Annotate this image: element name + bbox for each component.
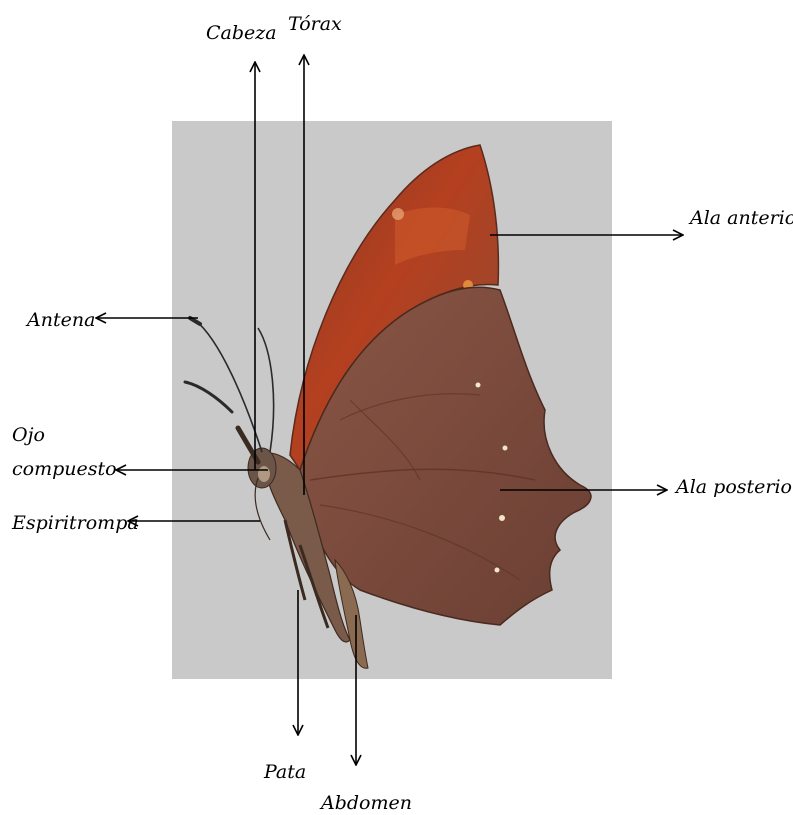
label-abdomen: Abdomen	[321, 792, 412, 814]
label-torax: Tórax	[288, 13, 342, 35]
label-pata: Pata	[264, 761, 306, 783]
label-ala-anterior: Ala anterior	[690, 207, 793, 229]
label-ojo-line2: compuesto	[12, 458, 117, 480]
label-antena: Antena	[27, 309, 95, 331]
label-espiritrompa: Espiritrompa	[12, 512, 139, 534]
label-cabeza: Cabeza	[206, 22, 277, 44]
label-ojo-line1: Ojo	[12, 424, 45, 446]
compound-eye-shape	[258, 466, 270, 482]
label-ala-posterior: Ala posterior	[676, 476, 793, 498]
